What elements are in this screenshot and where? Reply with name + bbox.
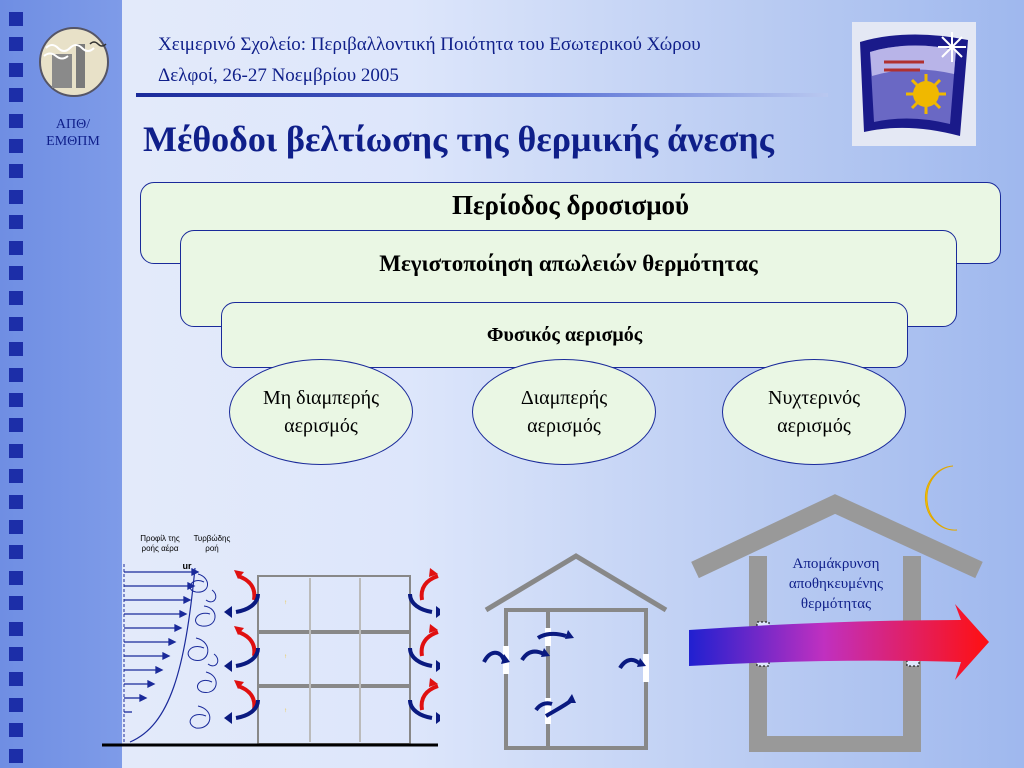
sidebar-square [9, 418, 23, 433]
sidebar-square [9, 367, 23, 382]
sidebar-square [9, 12, 23, 26]
header-school-title: Χειμερινό Σχολείο: Περιβαλλοντική Ποιότη… [158, 34, 701, 55]
sidebar-square [9, 647, 23, 661]
sidebar-label: ΑΠΘ/ ΕΜΘΠΜ [46, 117, 100, 149]
sidebar-square [9, 621, 23, 636]
warm-air-arrows [237, 574, 439, 711]
sidebar-square [9, 697, 23, 712]
natural-ventilation-box: Φυσικός αερισμός [221, 302, 908, 368]
sidebar-square [9, 494, 23, 509]
single-sided-ventilation-oval: Μη διαμπερής αερισμός [229, 359, 413, 465]
sidebar-square [9, 520, 23, 534]
sidebar-square [9, 88, 23, 103]
sidebar-square [9, 723, 23, 738]
sidebar-square [9, 316, 23, 331]
heat-removal-label: Απομάκρυνση αποθηκευμένης θερμότητας [788, 556, 884, 612]
sidebar-square [9, 113, 23, 128]
airflow-arrows [482, 631, 642, 718]
sidebar-square [9, 37, 23, 52]
sidebar-square [9, 139, 23, 153]
turbulence-swirls [187, 573, 219, 729]
svg-text:↑: ↑ [284, 654, 287, 660]
sidebar-square [9, 469, 23, 484]
wind-profile-building-illustration: ↑ ↑ ↑ [102, 564, 440, 747]
sidebar-square [9, 570, 23, 585]
heat-removal-arrow [689, 604, 989, 680]
sidebar-square [9, 164, 23, 179]
turbulent-flow-label: Τυρβώδης ροή [193, 534, 231, 553]
velocity-profile-arrows [124, 567, 200, 713]
velocity-label: ur [182, 561, 192, 571]
university-logo-icon [39, 27, 109, 97]
sidebar [0, 0, 122, 768]
air-flow-profile-label: Προφίλ της ροής αέρα [140, 534, 180, 553]
sidebar-square [9, 215, 23, 230]
sidebar-square [9, 393, 23, 407]
sidebar-square [9, 672, 23, 687]
cross-ventilation-oval: Διαμπερής αερισμός [472, 359, 656, 465]
night-ventilation-oval: Νυχτερινός αερισμός [722, 359, 906, 465]
sidebar-square [9, 62, 23, 77]
header-location-date: Δελφοί, 26-27 Νοεμβρίου 2005 [158, 65, 399, 86]
cool-air-arrows [235, 593, 433, 720]
sidebar-square [9, 545, 23, 560]
page-title: Μέθοδοι βελτίωσης της θερμικής άνεσης [143, 119, 774, 159]
sidebar-square [9, 342, 23, 357]
svg-text:↑: ↑ [284, 708, 287, 714]
night-ventilation-house-illustration [689, 465, 989, 752]
cross-ventilation-house-illustration [482, 553, 668, 750]
sidebar-square [9, 596, 23, 611]
sidebar-square [9, 189, 23, 204]
moon-icon [924, 465, 958, 531]
sidebar-square [9, 266, 23, 280]
sidebar-square [9, 240, 23, 255]
school-emblem-icon [852, 22, 976, 146]
svg-text:↑: ↑ [284, 600, 287, 606]
sidebar-square [9, 291, 23, 306]
sidebar-square [9, 443, 23, 458]
header-divider [136, 93, 828, 97]
sidebar-square [9, 748, 23, 763]
